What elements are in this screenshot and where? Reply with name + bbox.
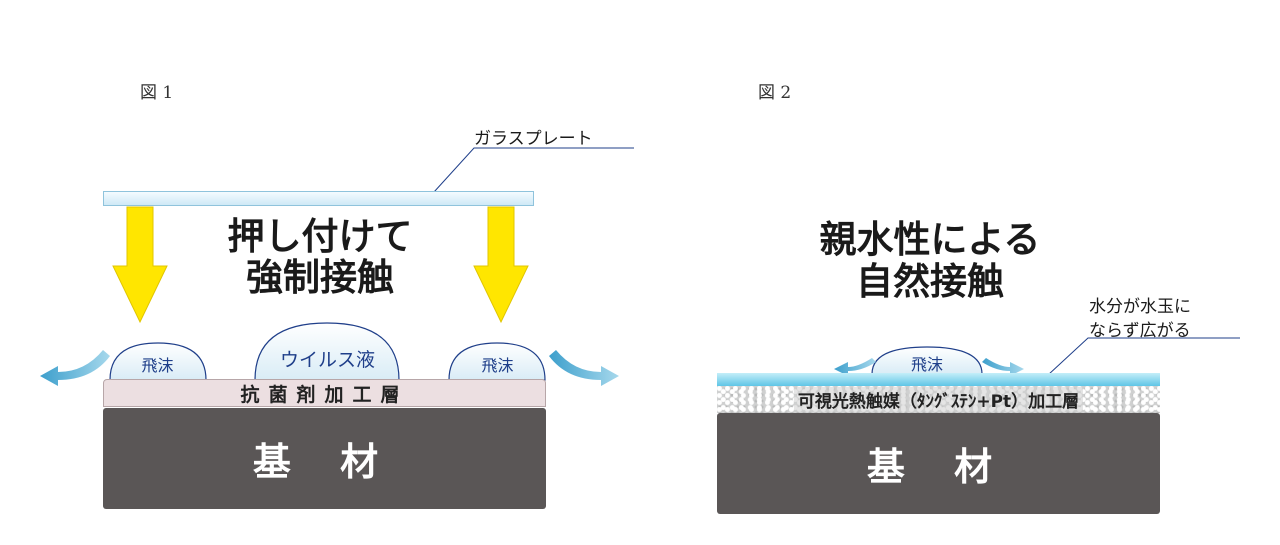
water-film-layer: [717, 373, 1160, 386]
droplet2-icon: [871, 346, 983, 375]
press-arrow-left-icon: [112, 206, 168, 324]
droplet-left-label: 飛沫: [141, 356, 174, 375]
glass-plate: [103, 191, 534, 206]
press-arrow-right-icon: [473, 206, 529, 324]
figure2-label: 図 2: [758, 83, 792, 103]
water-callout-line1: 水分が水玉に: [1089, 297, 1191, 317]
antibacterial-coating-layer: 抗菌剤加工層: [103, 379, 546, 407]
photocatalyst-coating-layer: 可視光熱触媒（ﾀﾝｸﾞｽﾃﾝ+Pt）加工層: [717, 386, 1160, 413]
figure2-heading-line2: 自然接触: [856, 260, 1004, 303]
water-callout-line2: ならず広がる: [1089, 321, 1191, 341]
substrate-fig2: 基 材: [717, 413, 1160, 514]
glass-plate-callout: ガラスプレート: [474, 129, 593, 149]
droplet-right-icon: [448, 342, 546, 381]
virus-droplet-label: ウイルス液: [279, 349, 375, 371]
figure1-heading-line2: 強制接触: [246, 256, 394, 299]
virus-droplet-icon: [254, 322, 400, 381]
photocatalyst-layer-label: 可視光熱触媒（ﾀﾝｸﾞｽﾃﾝ+Pt）加工層: [793, 387, 1084, 412]
figure1-label: 図 1: [140, 83, 174, 103]
figure2-heading-line1: 親水性による: [819, 218, 1041, 261]
spread-arrow-left-icon: [834, 358, 876, 376]
substrate-fig1: 基 材: [103, 408, 546, 509]
figure1-heading-line1: 押し付けて: [227, 215, 413, 258]
droplet2-label: 飛沫: [910, 355, 943, 374]
outflow-arrow-right-icon: [549, 350, 619, 386]
water-callout-leader: [1047, 337, 1240, 376]
droplet-right-label: 飛沫: [481, 356, 514, 375]
glass-callout-leader: [433, 147, 634, 193]
droplet-left-icon: [109, 342, 207, 381]
outflow-arrow-left-icon: [40, 350, 110, 386]
spread-arrow-right-icon: [982, 358, 1024, 376]
